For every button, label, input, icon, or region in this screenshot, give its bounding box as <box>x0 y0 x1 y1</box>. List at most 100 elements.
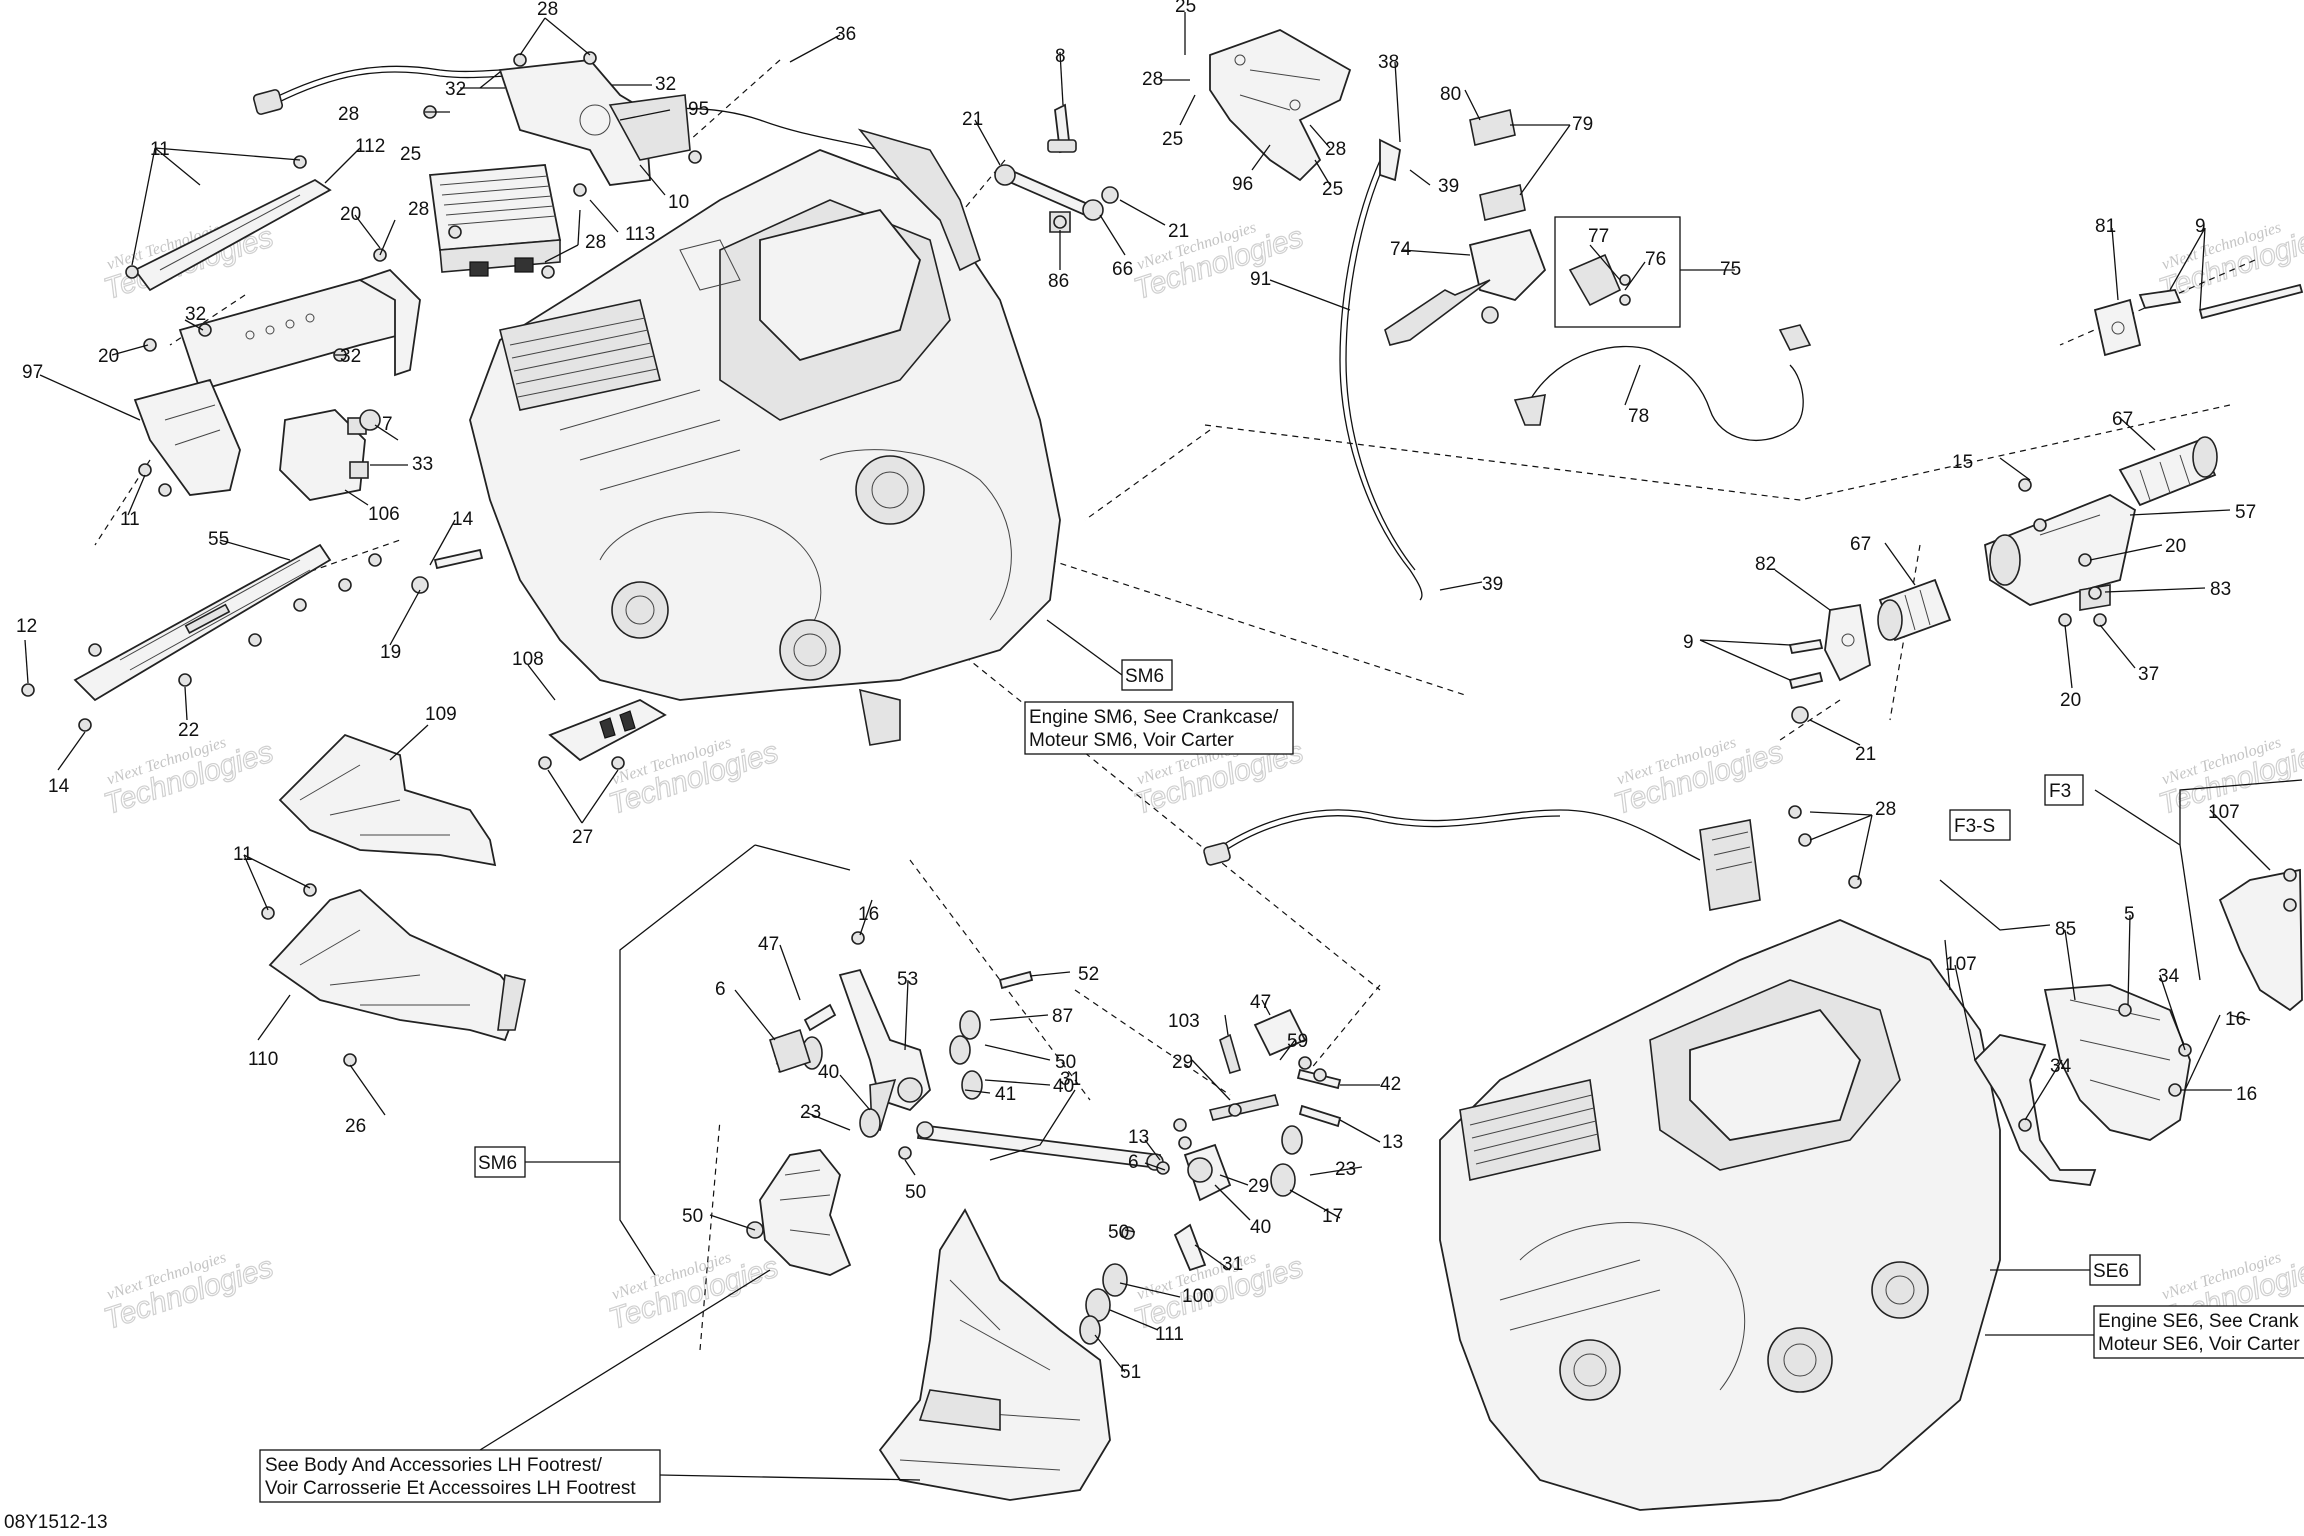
skid-plate-108 <box>548 699 667 762</box>
callout-52: 52 <box>1078 964 1099 985</box>
callout-39: 39 <box>1438 176 1459 197</box>
callout-20: 20 <box>2060 690 2081 711</box>
callout-28: 28 <box>537 0 558 20</box>
bracket-97 <box>133 378 241 496</box>
callout-112: 112 <box>355 136 385 157</box>
callout-75: 75 <box>1720 259 1741 280</box>
reference-box-engine-se6: SE6 Engine SE6, See Crank Moteur SE6, Vo… <box>1985 1254 2304 1359</box>
callout-40: 40 <box>818 1062 839 1083</box>
heat-shield-96 <box>1209 29 1352 182</box>
footrest-lh <box>878 1208 1111 1501</box>
callout-40: 40 <box>1250 1217 1271 1238</box>
callout-47: 47 <box>758 934 779 955</box>
callout-16: 16 <box>858 904 879 925</box>
callout-87: 87 <box>1052 1006 1073 1027</box>
ecm-mounting-bracket <box>498 59 691 186</box>
callout-28: 28 <box>1325 139 1346 160</box>
engine-sm6 <box>469 128 1061 746</box>
callout-leaders <box>24 12 2271 1373</box>
callout-27: 27 <box>572 827 593 848</box>
callout-22: 22 <box>178 720 199 741</box>
callout-107: 107 <box>2208 802 2240 823</box>
callout-11: 11 <box>233 844 253 865</box>
footrest-note-line1: See Body And Accessories LH Footrest/ <box>265 1455 603 1476</box>
reference-box-f3: F3 <box>2044 774 2084 806</box>
ecm-module <box>428 164 562 277</box>
callout-50: 50 <box>905 1182 926 1203</box>
engine-se6-note-line2: Moteur SE6, Voir Carter <box>2098 1334 2300 1355</box>
footrest-note-line2: Voir Carrosserie Et Accessoires LH Footr… <box>265 1478 636 1499</box>
callout-47: 47 <box>1250 992 1271 1013</box>
callout-100: 100 <box>1182 1286 1214 1307</box>
clutch-lever-assembly <box>1339 109 1547 601</box>
callout-14: 14 <box>452 509 474 530</box>
engine-sm6-note-line2: Moteur SM6, Voir Carter <box>1029 730 1235 751</box>
callout-26: 26 <box>345 1116 366 1137</box>
coupler-67-upper <box>2118 436 2218 507</box>
callout-21: 21 <box>962 109 983 130</box>
callout-108: 108 <box>512 649 544 670</box>
callout-38: 38 <box>1378 52 1399 73</box>
rail-55 <box>73 543 332 702</box>
shift-sm6-tag: SM6 <box>478 1153 517 1174</box>
bracket-81 <box>2093 283 2304 357</box>
callout-23: 23 <box>800 1102 821 1123</box>
callout-9: 9 <box>2195 216 2206 237</box>
callout-109: 109 <box>425 704 457 725</box>
callout-41: 41 <box>995 1084 1016 1105</box>
callout-42: 42 <box>1380 1074 1401 1095</box>
relay-module-106 <box>279 409 369 501</box>
engine-sm6-note-line1: Engine SM6, See Crankcase/ <box>1029 707 1279 728</box>
callout-31: 31 <box>1060 1069 1081 1090</box>
reference-box-shift-sm6: SM6 <box>474 1146 620 1178</box>
callout-91: 91 <box>1250 269 1271 290</box>
shift-bracket-87 <box>838 968 931 1131</box>
callout-111: 111 <box>1155 1324 1184 1345</box>
clutch-switch-cable-78 <box>1513 324 1812 442</box>
callout-83: 83 <box>2210 579 2231 600</box>
guard-109 <box>278 733 497 867</box>
guard-110 <box>268 888 526 1042</box>
callout-107: 107 <box>1945 954 1977 975</box>
callout-15: 15 <box>1952 452 1973 473</box>
callout-28: 28 <box>338 104 359 125</box>
engine-se6 <box>1203 809 2001 1511</box>
callout-113: 113 <box>625 224 655 245</box>
callout-9: 9 <box>1683 632 1694 653</box>
shift-rod-103 <box>916 1121 1164 1171</box>
reference-box-f3s: F3-S <box>1949 809 2011 841</box>
callout-32: 32 <box>655 74 676 95</box>
callout-5: 5 <box>2124 904 2135 925</box>
callout-33: 33 <box>412 454 433 475</box>
f3s-tag: F3-S <box>1954 816 1995 837</box>
callout-77: 77 <box>1588 226 1609 247</box>
callout-13: 13 <box>1128 1127 1149 1148</box>
callout-50: 50 <box>1108 1222 1129 1243</box>
spring-53 <box>769 1028 811 1074</box>
callout-37: 37 <box>2138 664 2159 685</box>
muffler-57 <box>1984 493 2137 611</box>
bracket-24 <box>759 1149 852 1276</box>
callout-32: 32 <box>445 79 466 100</box>
callout-20: 20 <box>98 346 119 367</box>
callout-17: 17 <box>1322 1206 1343 1227</box>
plate-82 <box>1824 603 1871 682</box>
callout-95: 95 <box>688 99 709 120</box>
callout-25: 25 <box>1175 0 1196 17</box>
reference-box-footrest: See Body And Accessories LH Footrest/ Vo… <box>259 1269 921 1503</box>
clutch-switch-77-76-box <box>1554 216 1735 328</box>
shift-linkage-59 <box>1208 1008 1307 1121</box>
callout-11: 11 <box>120 509 140 530</box>
callout-6: 6 <box>1128 1152 1139 1173</box>
callout-20: 20 <box>340 204 361 225</box>
callout-50: 50 <box>682 1206 703 1227</box>
guard-107-85 <box>1788 805 2303 1186</box>
callout-96: 96 <box>1232 174 1253 195</box>
callout-13: 13 <box>1382 1132 1403 1153</box>
engine-sm6-tag: SM6 <box>1125 666 1164 687</box>
callout-79: 79 <box>1572 114 1593 135</box>
